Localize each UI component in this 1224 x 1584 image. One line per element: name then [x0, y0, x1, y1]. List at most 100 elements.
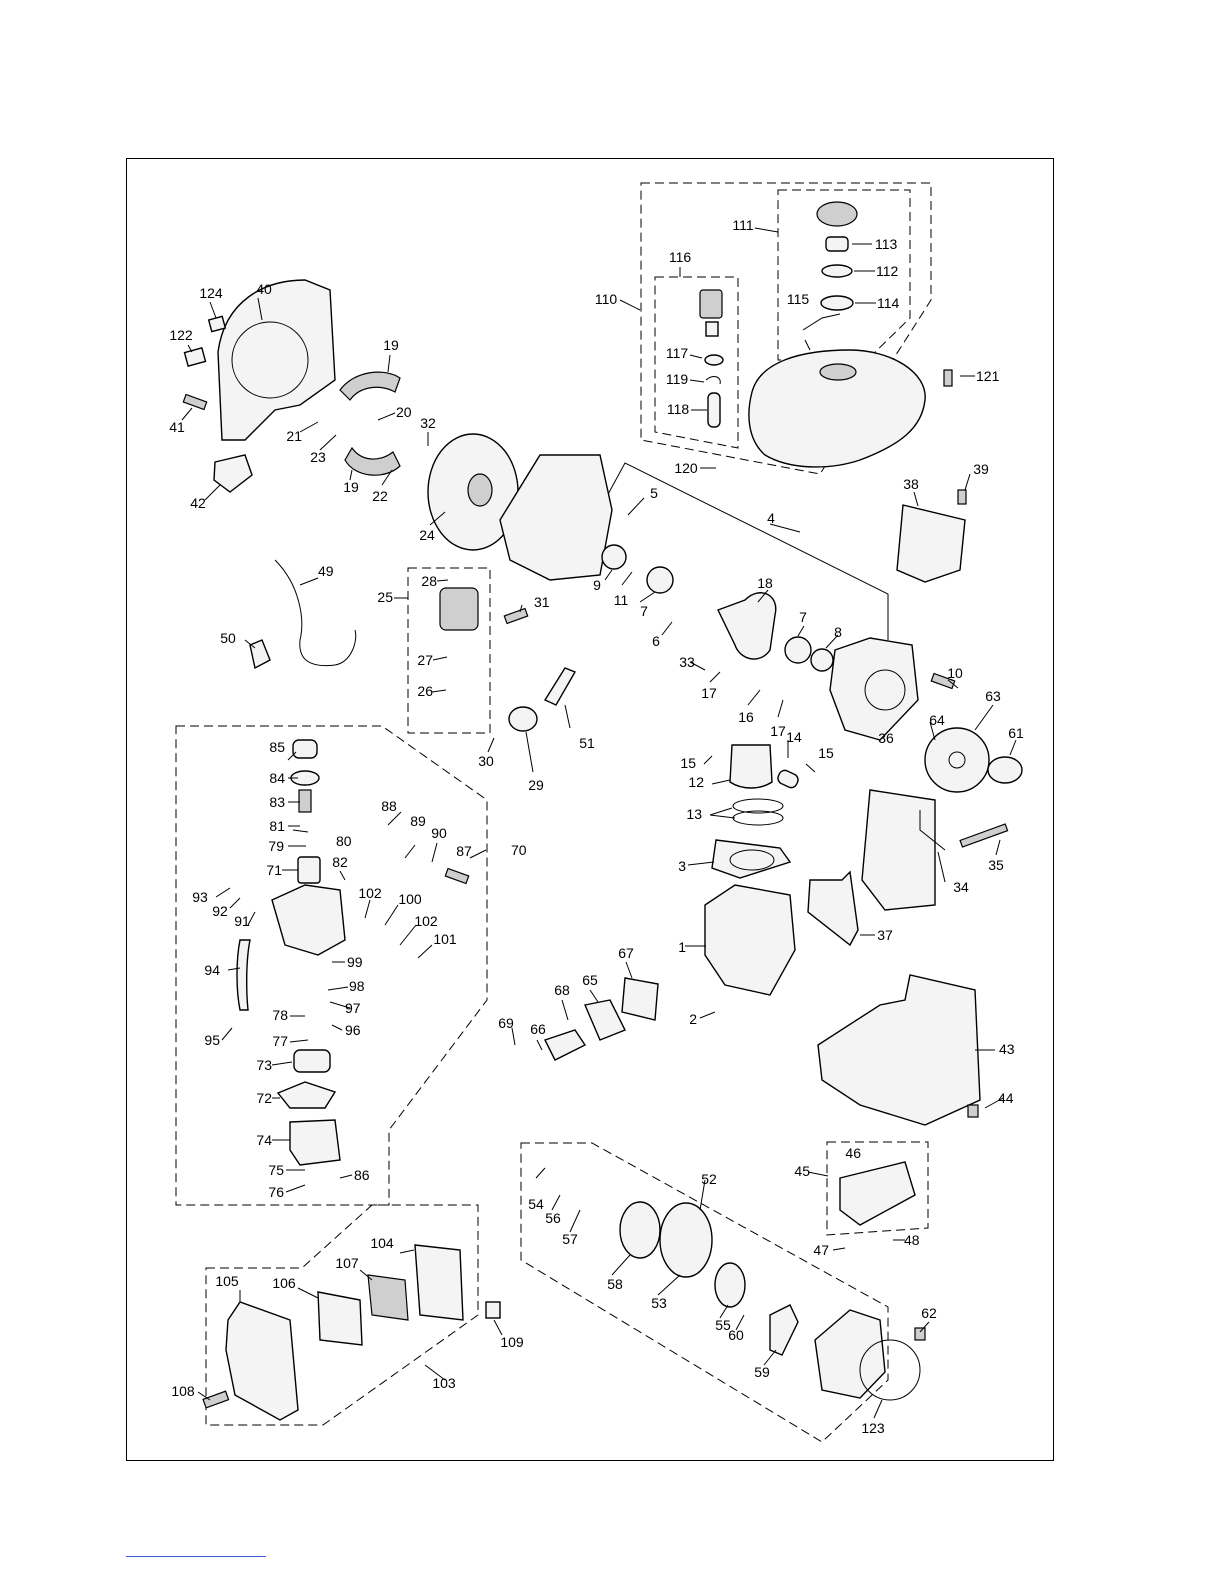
carburetor-group-outline [175, 725, 488, 1206]
cover-45 [839, 1161, 916, 1226]
fuel-filter [699, 289, 723, 319]
part-label: 88 [381, 798, 397, 814]
piston-pin-14 [777, 769, 799, 789]
fan-housing-opening [231, 321, 309, 399]
bolt-31 [503, 607, 529, 625]
gasket-3 [711, 839, 792, 879]
part-label: 73 [256, 1057, 272, 1073]
part-label: 13 [686, 806, 702, 822]
leader-lines [181, 227, 1017, 1419]
part-label: 107 [335, 1255, 359, 1271]
part-drawings [182, 201, 1023, 1421]
part-label: 17 [770, 723, 786, 739]
part-label: 121 [976, 368, 1000, 384]
part-label: 31 [534, 594, 550, 610]
part-label: 59 [754, 1364, 770, 1380]
label-124 [207, 315, 227, 333]
fuel-pump-73 [293, 1049, 331, 1073]
part-label: 42 [190, 495, 206, 511]
part-label: 105 [215, 1273, 239, 1289]
part-label: 30 [478, 753, 494, 769]
air-cleaner-group-outline [205, 1204, 479, 1426]
cap-strap-115 [802, 313, 841, 351]
part-label: 48 [904, 1232, 920, 1248]
clutch-shoe-upper [339, 371, 401, 401]
ignition-coil-group-outline [407, 567, 491, 734]
part-label: 17 [701, 685, 717, 701]
muffler-gasket-37 [807, 870, 859, 947]
piston-12 [729, 744, 773, 789]
part-label: 10 [947, 665, 963, 681]
seal-8 [810, 648, 834, 672]
part-label: 1 [678, 939, 686, 955]
part-label: 58 [607, 1276, 623, 1292]
part-label: 5 [650, 485, 658, 501]
part-label: 61 [1008, 725, 1024, 741]
bolt-87 [444, 867, 470, 885]
part-label: 21 [286, 428, 302, 444]
part-label: 87 [456, 843, 472, 859]
label-109 [485, 1301, 501, 1319]
muffler-34 [861, 789, 936, 911]
part-label: 120 [674, 460, 698, 476]
part-label: 114 [877, 295, 900, 311]
part-label: 27 [417, 652, 433, 668]
part-label: 18 [757, 575, 773, 591]
part-label: 15 [818, 745, 834, 761]
footer-link-underline[interactable] [126, 1556, 266, 1557]
air-cleaner-base-104 [414, 1244, 464, 1321]
part-label: 68 [554, 982, 570, 998]
part-label: 28 [421, 573, 437, 589]
bracket-42 [213, 454, 253, 493]
recoil-spring-58 [619, 1201, 661, 1259]
part-label: 15 [680, 755, 696, 771]
part-label: 89 [410, 813, 426, 829]
label-122 [183, 347, 207, 367]
bearing-7a [646, 566, 674, 594]
part-label: 38 [903, 476, 919, 492]
choke-plate-107 [367, 1274, 409, 1321]
fuel-tank [748, 349, 926, 468]
part-label: 7 [799, 609, 807, 625]
bolt-121 [943, 369, 953, 387]
part-label: 35 [988, 857, 1004, 873]
part-label: 43 [999, 1041, 1015, 1057]
fuel-pipe-118 [707, 392, 721, 428]
part-label: 44 [998, 1090, 1014, 1106]
part-label: 22 [372, 488, 388, 504]
part-label: 9 [593, 577, 601, 593]
part-number-labels: 1 2 3 4 5 6 7 7 8 9 10 11 12 13 14 15 15… [169, 217, 1024, 1436]
part-label: 119 [666, 371, 689, 387]
part-label: 111 [732, 217, 753, 233]
part-label: 108 [171, 1383, 195, 1399]
bolt-62 [914, 1327, 926, 1341]
bolt-35 [959, 823, 1009, 848]
part-label: 40 [256, 281, 272, 297]
part-label: 106 [272, 1275, 296, 1291]
part-label: 33 [679, 654, 695, 670]
part-label: 24 [419, 527, 435, 543]
part-label: 52 [701, 1171, 717, 1187]
bolt-41 [182, 393, 208, 411]
part-label: 70 [511, 842, 527, 858]
part-label: 46 [845, 1145, 861, 1161]
part-label: 102 [414, 913, 438, 929]
part-label: 77 [272, 1033, 288, 1049]
part-label: 47 [813, 1242, 829, 1258]
throttle-valve-71 [297, 856, 321, 884]
bearing-7b [784, 636, 812, 664]
part-label: 90 [431, 825, 447, 841]
part-label: 79 [268, 838, 284, 854]
part-label: 85 [269, 739, 285, 755]
part-label: 71 [266, 862, 282, 878]
part-label: 8 [834, 624, 842, 640]
part-label: 36 [878, 730, 894, 746]
part-label: 60 [728, 1327, 744, 1343]
part-label: 99 [347, 954, 363, 970]
grommet-117 [704, 354, 724, 366]
clutch-shoe-lower [344, 446, 401, 476]
part-label: 95 [204, 1032, 220, 1048]
flywheel-hub [467, 473, 493, 507]
part-label: 84 [269, 770, 285, 786]
part-label: 67 [618, 945, 634, 961]
